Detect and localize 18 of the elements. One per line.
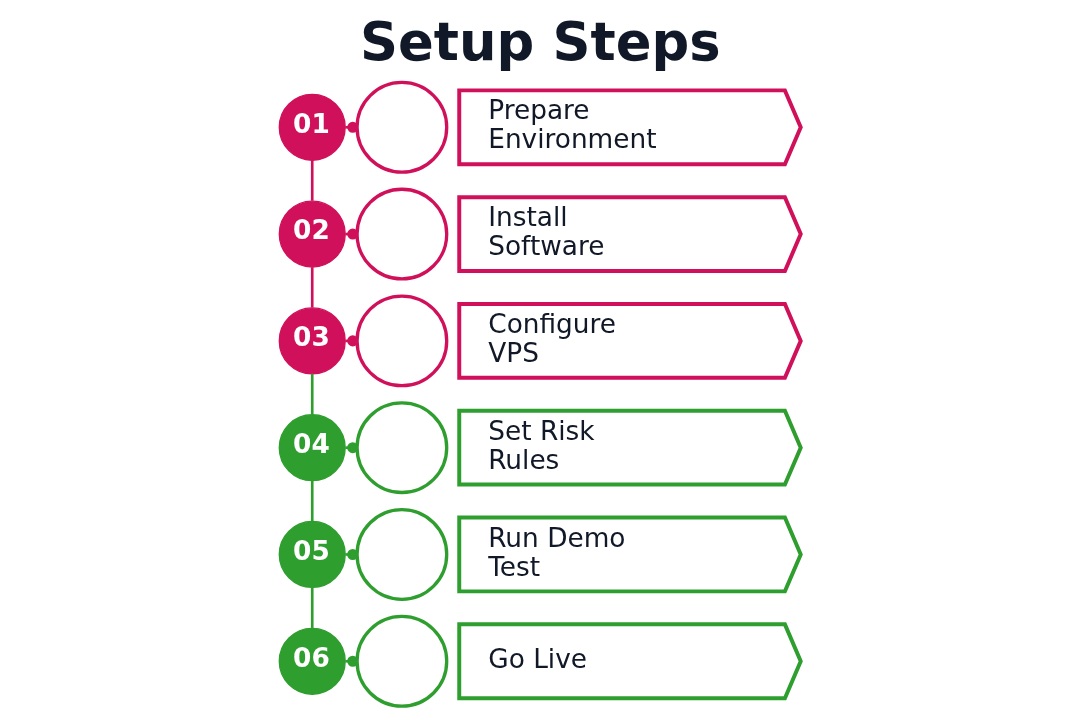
node-circle (355, 187, 449, 281)
diagram-title: Setup Steps (360, 11, 721, 73)
connector (310, 160, 314, 201)
connector (310, 480, 314, 522)
node-circle (355, 80, 449, 174)
connector (310, 267, 314, 308)
node-circle: 06 (278, 627, 346, 695)
node-circle (355, 614, 449, 708)
node-circle: 04 (278, 414, 346, 482)
connector (310, 374, 314, 415)
node-circle (355, 294, 449, 388)
node-circle: 05 (278, 520, 346, 589)
node-circle: 01 (278, 93, 346, 161)
node-circle: 03 (278, 307, 346, 375)
node-circle (355, 401, 449, 495)
connector (310, 587, 314, 628)
node-circle (355, 508, 449, 601)
node-circle: 02 (278, 200, 346, 268)
